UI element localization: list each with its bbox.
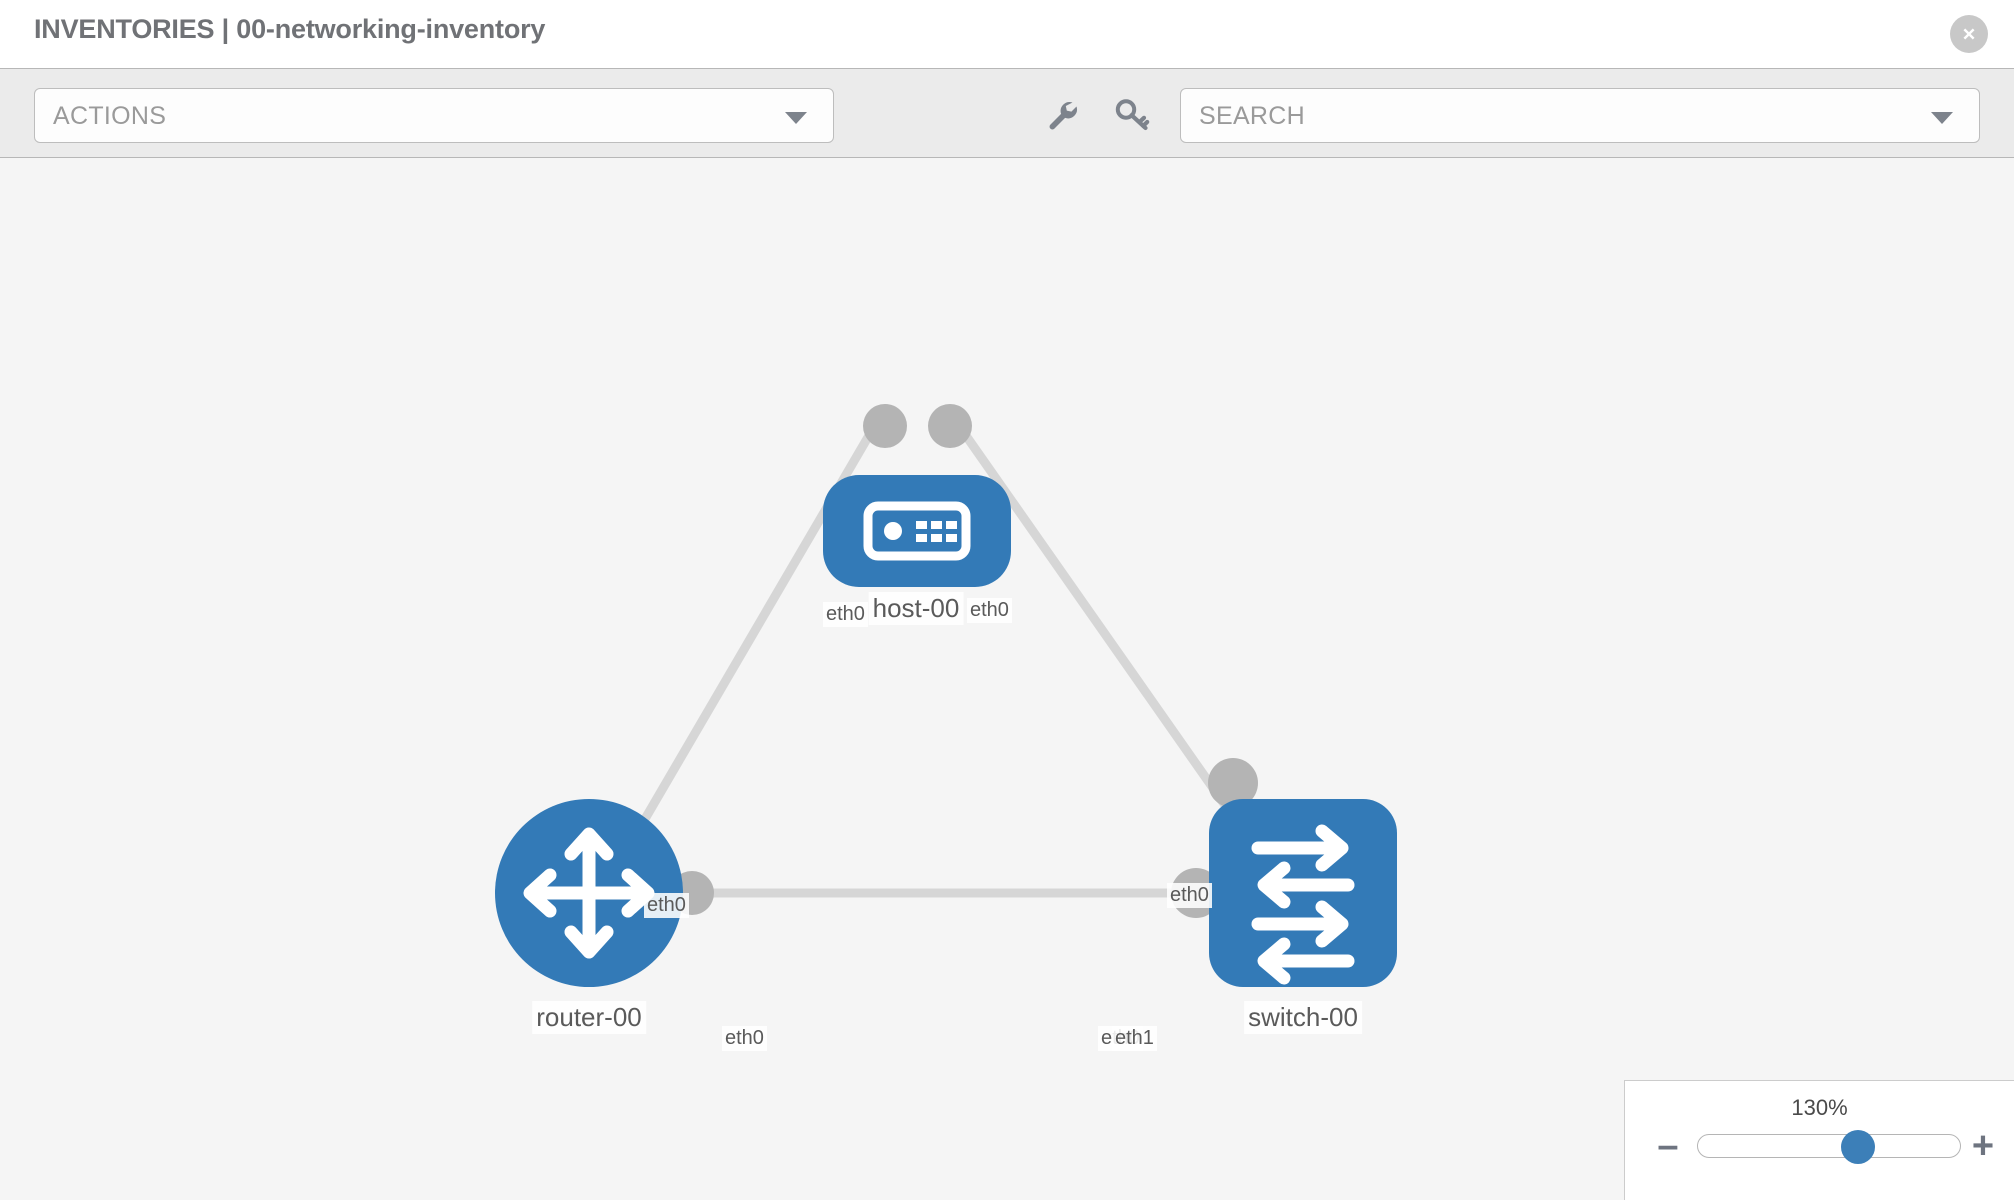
- node-label-host-00: host-00: [868, 592, 964, 625]
- iface-label-router00-eth0-up: eth0: [644, 893, 689, 918]
- switch-arrows-icon: [1251, 824, 1355, 985]
- anchor-host00-eth0-left: [863, 404, 907, 448]
- topology-canvas[interactable]: host-00 router-00 switch-00 eth0 eth0 et…: [0, 158, 2014, 1200]
- search-input[interactable]: SEARCH: [1180, 88, 1980, 143]
- node-router-00[interactable]: [495, 799, 683, 987]
- iface-label-router00-eth0: eth0: [722, 1026, 767, 1051]
- toolbar: ACTIONS SEARCH: [0, 68, 2014, 158]
- topology-graph: [495, 404, 1397, 987]
- iface-label-switch00-eth1: eth1: [1112, 1026, 1157, 1051]
- zoom-slider-thumb[interactable]: [1841, 1130, 1875, 1164]
- search-placeholder: SEARCH: [1199, 102, 1305, 130]
- chevron-down-icon[interactable]: [1931, 112, 1953, 124]
- anchor-host00-eth0-right: [928, 404, 972, 448]
- router-arrows-icon: [523, 827, 655, 959]
- key-icon[interactable]: [1108, 91, 1156, 139]
- zoom-level-value: 130%: [1791, 1095, 1848, 1120]
- close-icon[interactable]: [1950, 15, 1988, 53]
- node-label-router-00: router-00: [532, 1001, 646, 1034]
- iface-label-host00-eth0-right: eth0: [967, 598, 1012, 623]
- actions-dropdown-label: ACTIONS: [53, 102, 167, 130]
- page-title: INVENTORIES | 00-networking-inventory: [34, 14, 546, 44]
- page-header: INVENTORIES | 00-networking-inventory: [0, 0, 2014, 68]
- iface-label-host00-eth0-left: eth0: [823, 602, 868, 627]
- chevron-down-icon: [785, 112, 807, 124]
- zoom-out-button[interactable]: –: [1657, 1125, 1679, 1167]
- zoom-slider[interactable]: [1697, 1130, 1961, 1164]
- server-icon: [863, 501, 971, 561]
- node-switch-00[interactable]: [1209, 799, 1397, 987]
- iface-label-switch00-eth0-up: eth0: [1167, 883, 1212, 908]
- node-host-00[interactable]: [823, 475, 1011, 587]
- actions-dropdown[interactable]: ACTIONS: [34, 88, 834, 143]
- wrench-icon[interactable]: [1038, 91, 1086, 139]
- zoom-control-panel: 130% – +: [1624, 1080, 2014, 1200]
- zoom-in-button[interactable]: +: [1971, 1125, 1995, 1167]
- anchor-switch00-eth0: [1208, 758, 1258, 808]
- node-label-switch-00: switch-00: [1244, 1001, 1362, 1034]
